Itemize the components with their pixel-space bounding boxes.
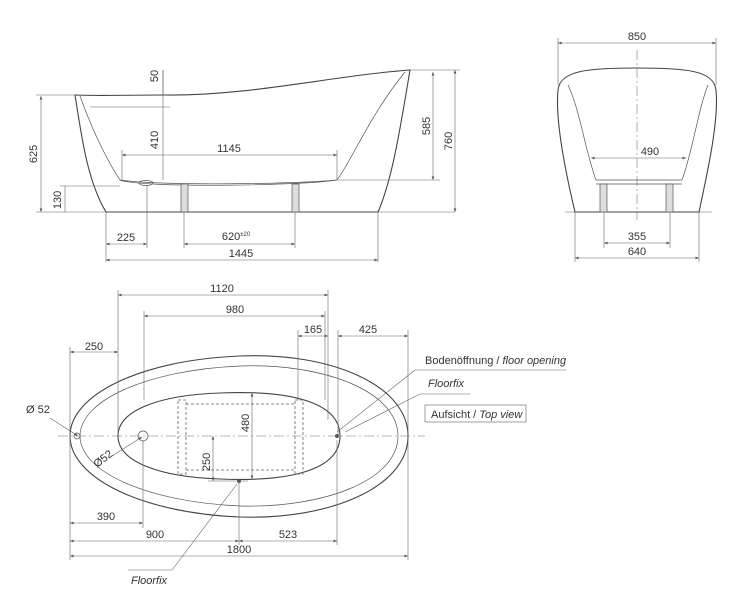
dim-850: 850 (628, 31, 646, 43)
label-floorfix-bottom: Floorfix (131, 575, 168, 587)
end-view-inner-basin (567, 84, 709, 181)
side-view: 50 410 625 130 1145 585 760 225 620±20 (28, 69, 460, 262)
dim-760: 760 (443, 132, 455, 150)
dim-250-left: 250 (85, 341, 103, 353)
leader-floorfix-right (344, 393, 421, 433)
leader-floorfix-bottom (171, 483, 238, 571)
side-view-basin-bottom (119, 179, 338, 186)
label-floor-opening: Bodenöffnung / floor opening (425, 355, 567, 367)
leader-floor-opening (336, 369, 416, 433)
dim-425: 425 (359, 324, 377, 336)
dim-585: 585 (421, 117, 433, 135)
dim-390: 390 (97, 511, 115, 523)
dim-130: 130 (52, 191, 64, 209)
label-floorfix-right: Floorfix (428, 378, 465, 390)
dim-523: 523 (279, 529, 297, 541)
dim-410: 410 (149, 131, 161, 149)
dim-1800: 1800 (227, 544, 251, 556)
end-view-foot-right (665, 183, 674, 213)
dim-620: 620±20 (222, 231, 251, 243)
dim-480: 480 (240, 414, 252, 432)
end-view-outer-shell (556, 67, 718, 213)
side-view-foot-left (180, 183, 189, 213)
dim-640: 640 (628, 246, 646, 258)
top-view: 1120 980 165 425 250 Ø 52 Ø52 480 250 (26, 283, 567, 587)
end-view: 850 490 355 640 (556, 31, 718, 262)
dim-900: 900 (146, 529, 164, 541)
leader-d52-outer (49, 417, 79, 437)
dim-165: 165 (304, 324, 322, 336)
top-view-inner-rim (79, 365, 399, 507)
dim-d52-inner: Ø52 (91, 448, 115, 470)
side-view-drain (138, 180, 154, 186)
dim-225: 225 (117, 232, 135, 244)
label-top-view-box (424, 404, 527, 423)
dim-250-inner: 250 (201, 453, 213, 471)
top-view-foot-left (177, 399, 187, 475)
dim-980: 980 (226, 304, 244, 316)
top-view-floor-opening-point (335, 434, 339, 438)
dim-1145: 1145 (217, 143, 241, 155)
dim-d52-outer: Ø 52 (26, 404, 50, 416)
top-view-foot-right (294, 399, 304, 475)
side-view-inner-line (79, 71, 406, 185)
side-view-foot-right (291, 183, 300, 213)
dim-490: 490 (641, 146, 659, 158)
dim-1445: 1445 (229, 248, 253, 260)
dim-625: 625 (28, 145, 40, 163)
dim-1120: 1120 (210, 283, 234, 295)
end-view-foot-left (599, 183, 608, 213)
label-top-view: Aufsicht / Top view (431, 409, 523, 421)
dim-50: 50 (149, 70, 161, 82)
dim-355: 355 (628, 231, 646, 243)
leader-d52-inner (111, 436, 143, 457)
top-view-basin (117, 392, 341, 480)
